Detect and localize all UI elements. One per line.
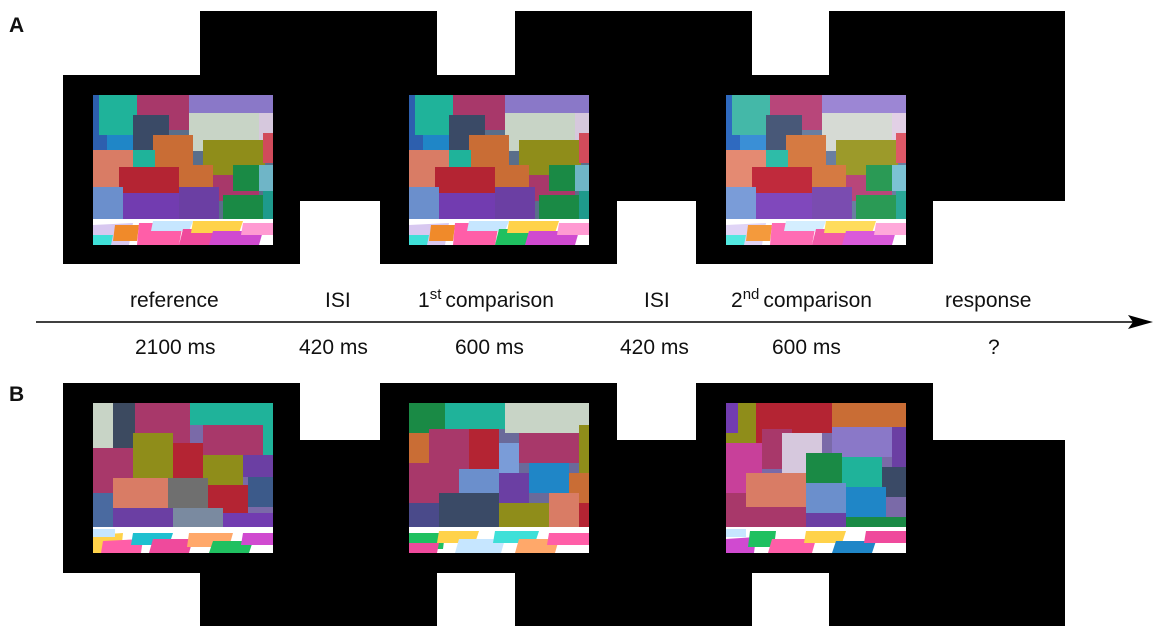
comparison-1-word: comparison — [445, 289, 554, 312]
panel-a-comparison-2-stimulus — [726, 95, 906, 245]
comparison-1-suffix: st — [429, 286, 442, 303]
duration-isi-2: 420 ms — [620, 336, 689, 359]
duration-comparison-1: 600 ms — [455, 336, 524, 359]
panel-a-reference-stimulus — [93, 95, 273, 245]
duration-isi-1: 420 ms — [299, 336, 368, 359]
duration-reference: 2100 ms — [135, 336, 216, 359]
comparison-1-number: 1 — [418, 289, 430, 312]
duration-response: ? — [988, 336, 1000, 359]
panel-b-comparison-1-stimulus — [409, 403, 589, 553]
panel-a-comparison-1-stimulus — [409, 95, 589, 245]
label-isi-2: ISI — [644, 289, 670, 312]
panel-b-reference-stimulus — [93, 403, 273, 553]
timeline-arrowhead — [1128, 315, 1153, 329]
comparison-2-suffix: nd — [742, 286, 760, 303]
panel-a-letter: A — [9, 14, 25, 37]
label-reference: reference — [130, 289, 219, 312]
label-response: response — [945, 289, 1032, 312]
label-isi-1: ISI — [325, 289, 351, 312]
comparison-2-word: comparison — [763, 289, 872, 312]
duration-comparison-2: 600 ms — [772, 336, 841, 359]
panel-b-comparison-2-stimulus — [726, 403, 906, 553]
timeline-axis — [36, 315, 1153, 329]
comparison-2-number: 2 — [731, 289, 743, 312]
panel-b-letter: B — [9, 383, 25, 406]
